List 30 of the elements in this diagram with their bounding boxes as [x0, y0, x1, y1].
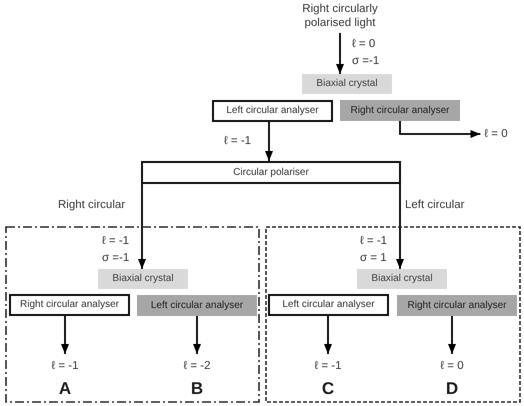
- result-label: ℓ = -1: [314, 359, 342, 373]
- output-label: ℓ = 0: [484, 127, 508, 141]
- crystal-box: Biaxial crystal: [357, 269, 447, 289]
- analyser-box: Right circular analyser: [9, 294, 130, 316]
- polariser-box: Circular polariser: [141, 161, 401, 184]
- analyser-box: Right circular analyser: [340, 100, 460, 121]
- arrow: [138, 184, 146, 269]
- arrow: [193, 316, 201, 354]
- result-label: ℓ = -1: [51, 359, 79, 373]
- arrow: [399, 121, 480, 138]
- source-label: Right circularly polarised light: [299, 2, 381, 30]
- case-letter: D: [446, 379, 458, 398]
- arrow: [324, 316, 332, 354]
- analyser-box: Left circular analyser: [212, 100, 333, 122]
- case-letter: A: [58, 379, 72, 398]
- analyser-box: Left circular analyser: [137, 295, 257, 316]
- arrow: [265, 122, 273, 161]
- arrow: [61, 316, 69, 354]
- analyser-box: Right circular analyser: [397, 295, 517, 316]
- arrow: [336, 33, 344, 74]
- result-label: ℓ = -2: [183, 359, 211, 373]
- edge-label: Right circular: [58, 198, 126, 212]
- crystal-box: Biaxial crystal: [98, 269, 188, 289]
- arrow: [448, 316, 456, 354]
- crystal-box: Biaxial crystal: [302, 74, 392, 94]
- case-letter: C: [322, 379, 334, 398]
- result-label: ℓ = 0: [440, 359, 464, 373]
- case-letter: B: [190, 379, 204, 398]
- arrow: [396, 184, 404, 269]
- analyser-box: Left circular analyser: [268, 294, 389, 316]
